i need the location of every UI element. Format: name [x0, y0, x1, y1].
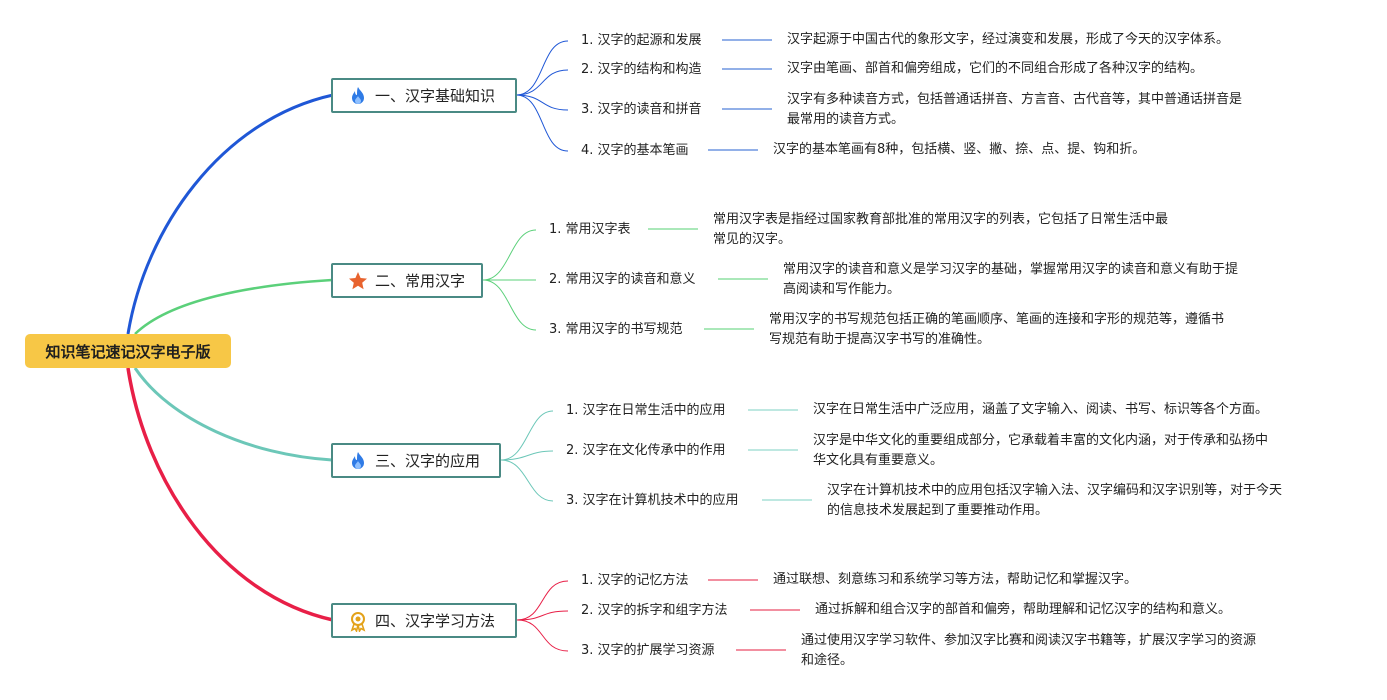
subtopic-desc: 常用汉字的读音和意义是学习汉字的基础，掌握常用汉字的读音和意义有助于提 高阅读和…	[783, 260, 1238, 300]
subtopic-desc: 通过使用汉字学习软件、参加汉字比赛和阅读汉字书籍等，扩展汉字学习的资源 和途径。	[801, 631, 1256, 671]
desc-line: 通过拆解和组合汉字的部首和偏旁，帮助理解和记忆汉字的结构和意义。	[815, 602, 1232, 617]
desc-line: 华文化具有重要意义。	[813, 453, 944, 468]
topic-label-1: 一、汉字基础知识	[375, 87, 496, 105]
topic-node-3[interactable]: 三、汉字的应用	[331, 443, 501, 478]
desc-line: 汉字有多种读音方式，包括普通话拼音、方言音、古代音等，其中普通话拼音是	[787, 92, 1243, 107]
desc-line: 常见的汉字。	[713, 232, 792, 247]
subtopic-title[interactable]: 1. 汉字的记忆方法	[581, 573, 689, 588]
topic3-desc-lines	[748, 409, 812, 501]
topic-label-4: 四、汉字学习方法	[375, 612, 496, 630]
subtopic-desc: 汉字在计算机技术中的应用包括汉字输入法、汉字编码和汉字识别等，对于今天 的信息技…	[827, 481, 1282, 521]
topic-label-2: 二、常用汉字	[375, 272, 466, 290]
fire-icon	[347, 85, 369, 107]
subtopic-title[interactable]: 2. 汉字在文化传承中的作用	[566, 443, 726, 458]
subtopic-title[interactable]: 1. 汉字在日常生活中的应用	[566, 403, 726, 418]
topic-node-2[interactable]: 二、常用汉字	[331, 263, 483, 298]
subtopic-desc: 汉字是中华文化的重要组成部分，它承载着丰富的文化内涵，对于传承和弘扬中 华文化具…	[813, 431, 1268, 471]
branch-line-1	[126, 93, 334, 335]
desc-line: 常用汉字的读音和意义是学习汉字的基础，掌握常用汉字的读音和意义有助于提	[783, 262, 1239, 277]
branch-line-4	[126, 367, 334, 622]
root-label: 知识笔记速记汉字电子版	[45, 342, 211, 361]
desc-line: 汉字是中华文化的重要组成部分，它承载着丰富的文化内涵，对于传承和弘扬中	[813, 433, 1269, 448]
subtopic-title[interactable]: 2. 汉字的拆字和组字方法	[581, 603, 728, 618]
subtopic-title[interactable]: 2. 常用汉字的读音和意义	[549, 272, 696, 287]
topic-label-3: 三、汉字的应用	[375, 452, 481, 470]
subtopic-title[interactable]: 1. 常用汉字表	[549, 222, 631, 237]
subtopic-title[interactable]: 3. 常用汉字的书写规范	[549, 322, 683, 337]
desc-line: 常用汉字表是指经过国家教育部批准的常用汉字的列表，它包括了日常生活中最	[713, 212, 1169, 227]
subtopic-desc: 通过拆解和组合汉字的部首和偏旁，帮助理解和记忆汉字的结构和意义。	[815, 600, 1231, 620]
subtopic-desc: 汉字在日常生活中广泛应用，涵盖了文字输入、阅读、书写、标识等各个方面。	[813, 400, 1268, 420]
topic1-desc-lines	[708, 39, 772, 151]
desc-line: 汉字起源于中国古代的象形文字，经过演变和发展，形成了今天的汉字体系。	[787, 32, 1230, 47]
subtopic-desc: 汉字起源于中国古代的象形文字，经过演变和发展，形成了今天的汉字体系。	[787, 30, 1229, 50]
topic-node-4[interactable]: 四、汉字学习方法	[331, 603, 517, 638]
fire-icon	[347, 450, 369, 472]
subtopic-desc: 通过联想、刻意练习和系统学习等方法，帮助记忆和掌握汉字。	[773, 570, 1137, 590]
desc-line: 汉字在日常生活中广泛应用，涵盖了文字输入、阅读、书写、标识等各个方面。	[813, 402, 1269, 417]
subtopic-desc: 汉字有多种读音方式，包括普通话拼音、方言音、古代音等，其中普通话拼音是 最常用的…	[787, 90, 1242, 130]
desc-line: 高阅读和写作能力。	[783, 282, 901, 297]
subtopic-desc: 常用汉字表是指经过国家教育部批准的常用汉字的列表，它包括了日常生活中最 常见的汉…	[713, 210, 1168, 250]
desc-line: 通过联想、刻意练习和系统学习等方法，帮助记忆和掌握汉字。	[773, 572, 1138, 587]
subtopic-title[interactable]: 2. 汉字的结构和构造	[581, 62, 702, 77]
desc-line: 的信息技术发展起到了重要推动作用。	[827, 503, 1049, 518]
star-icon	[347, 270, 369, 292]
desc-line: 汉字在计算机技术中的应用包括汉字输入法、汉字编码和汉字识别等，对于今天	[827, 483, 1283, 498]
subtopic-title[interactable]: 3. 汉字的扩展学习资源	[581, 643, 715, 658]
topic4-sub-lines	[516, 580, 569, 652]
desc-line: 汉字的基本笔画有8种，包括横、竖、撇、捺、点、提、钩和折。	[773, 142, 1146, 157]
branch-line-3	[133, 367, 333, 462]
desc-line: 常用汉字的书写规范包括正确的笔画顺序、笔画的连接和字形的规范等，遵循书	[769, 312, 1225, 327]
desc-line: 汉字由笔画、部首和偏旁组成，它们的不同组合形成了各种汉字的结构。	[787, 61, 1204, 76]
topic2-desc-lines	[648, 228, 768, 330]
medal-icon	[347, 610, 369, 632]
subtopic-title[interactable]: 3. 汉字在计算机技术中的应用	[566, 493, 739, 508]
topic-node-1[interactable]: 一、汉字基础知识	[331, 78, 517, 113]
topic3-sub-lines	[500, 410, 554, 502]
desc-line: 通过使用汉字学习软件、参加汉字比赛和阅读汉字书籍等，扩展汉字学习的资源	[801, 633, 1257, 648]
branch-line-2	[134, 278, 333, 335]
desc-line: 最常用的读音方式。	[787, 112, 905, 127]
root-node[interactable]: 知识笔记速记汉字电子版	[25, 334, 231, 368]
topic1-sub-lines	[515, 40, 569, 152]
desc-line: 写规范有助于提高汉字书写的准确性。	[769, 332, 991, 347]
subtopic-desc: 汉字的基本笔画有8种，包括横、竖、撇、捺、点、提、钩和折。	[773, 140, 1145, 160]
topic2-sub-lines	[482, 229, 537, 331]
subtopic-desc: 汉字由笔画、部首和偏旁组成，它们的不同组合形成了各种汉字的结构。	[787, 59, 1203, 79]
subtopic-title[interactable]: 1. 汉字的起源和发展	[581, 33, 702, 48]
topic4-desc-lines	[708, 579, 800, 651]
subtopic-desc: 常用汉字的书写规范包括正确的笔画顺序、笔画的连接和字形的规范等，遵循书 写规范有…	[769, 310, 1224, 350]
desc-line: 和途径。	[801, 653, 854, 668]
subtopic-title[interactable]: 3. 汉字的读音和拼音	[581, 102, 702, 117]
subtopic-title[interactable]: 4. 汉字的基本笔画	[581, 143, 689, 158]
